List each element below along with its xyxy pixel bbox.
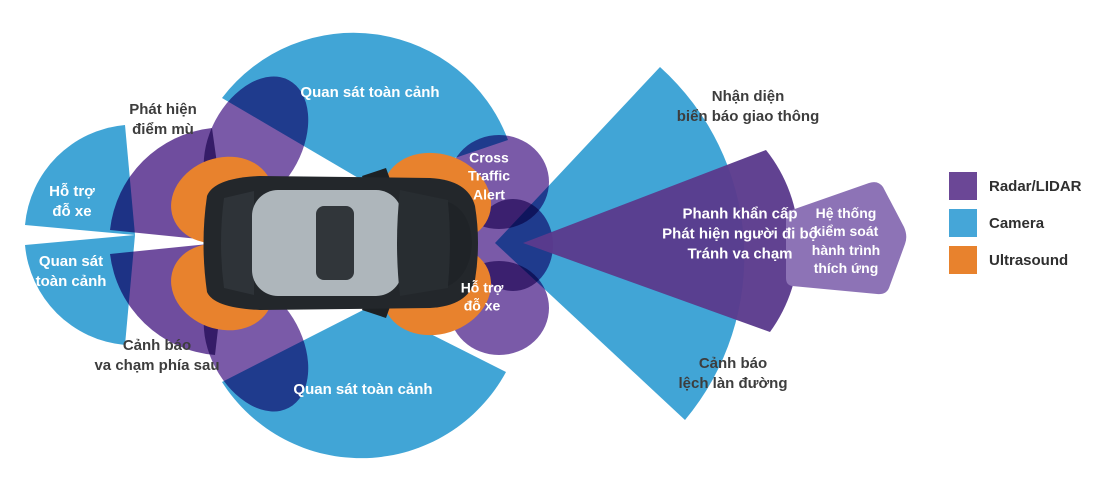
zone-surround-view-top bbox=[222, 32, 508, 187]
zone-emergency-brake-cone bbox=[523, 150, 799, 332]
camera-swatch-icon bbox=[949, 209, 977, 237]
zone-surround-view-left bbox=[25, 235, 135, 345]
zone-adaptive-cruise-beam bbox=[786, 182, 907, 295]
legend-label-camera: Camera bbox=[989, 214, 1045, 232]
zone-surround-view-bottom bbox=[222, 305, 506, 459]
ultrasound-swatch-icon bbox=[949, 246, 977, 274]
legend-item-camera: Camera bbox=[949, 209, 1082, 237]
legend-item-ultrasound: Ultrasound bbox=[949, 246, 1082, 274]
car-rear-glass bbox=[221, 191, 254, 295]
car-sunroof bbox=[316, 206, 354, 280]
legend: Radar/LIDAR Camera Ultrasound bbox=[949, 172, 1082, 283]
car-windshield bbox=[397, 190, 450, 296]
legend-item-radar: Radar/LIDAR bbox=[949, 172, 1082, 200]
legend-label-radar: Radar/LIDAR bbox=[989, 177, 1082, 195]
radar-lidar-swatch-icon bbox=[949, 172, 977, 200]
car-hood bbox=[448, 202, 472, 286]
zone-parking-assist-left bbox=[25, 125, 135, 235]
legend-label-ultrasound: Ultrasound bbox=[989, 251, 1069, 269]
car-top-view bbox=[203, 168, 478, 318]
